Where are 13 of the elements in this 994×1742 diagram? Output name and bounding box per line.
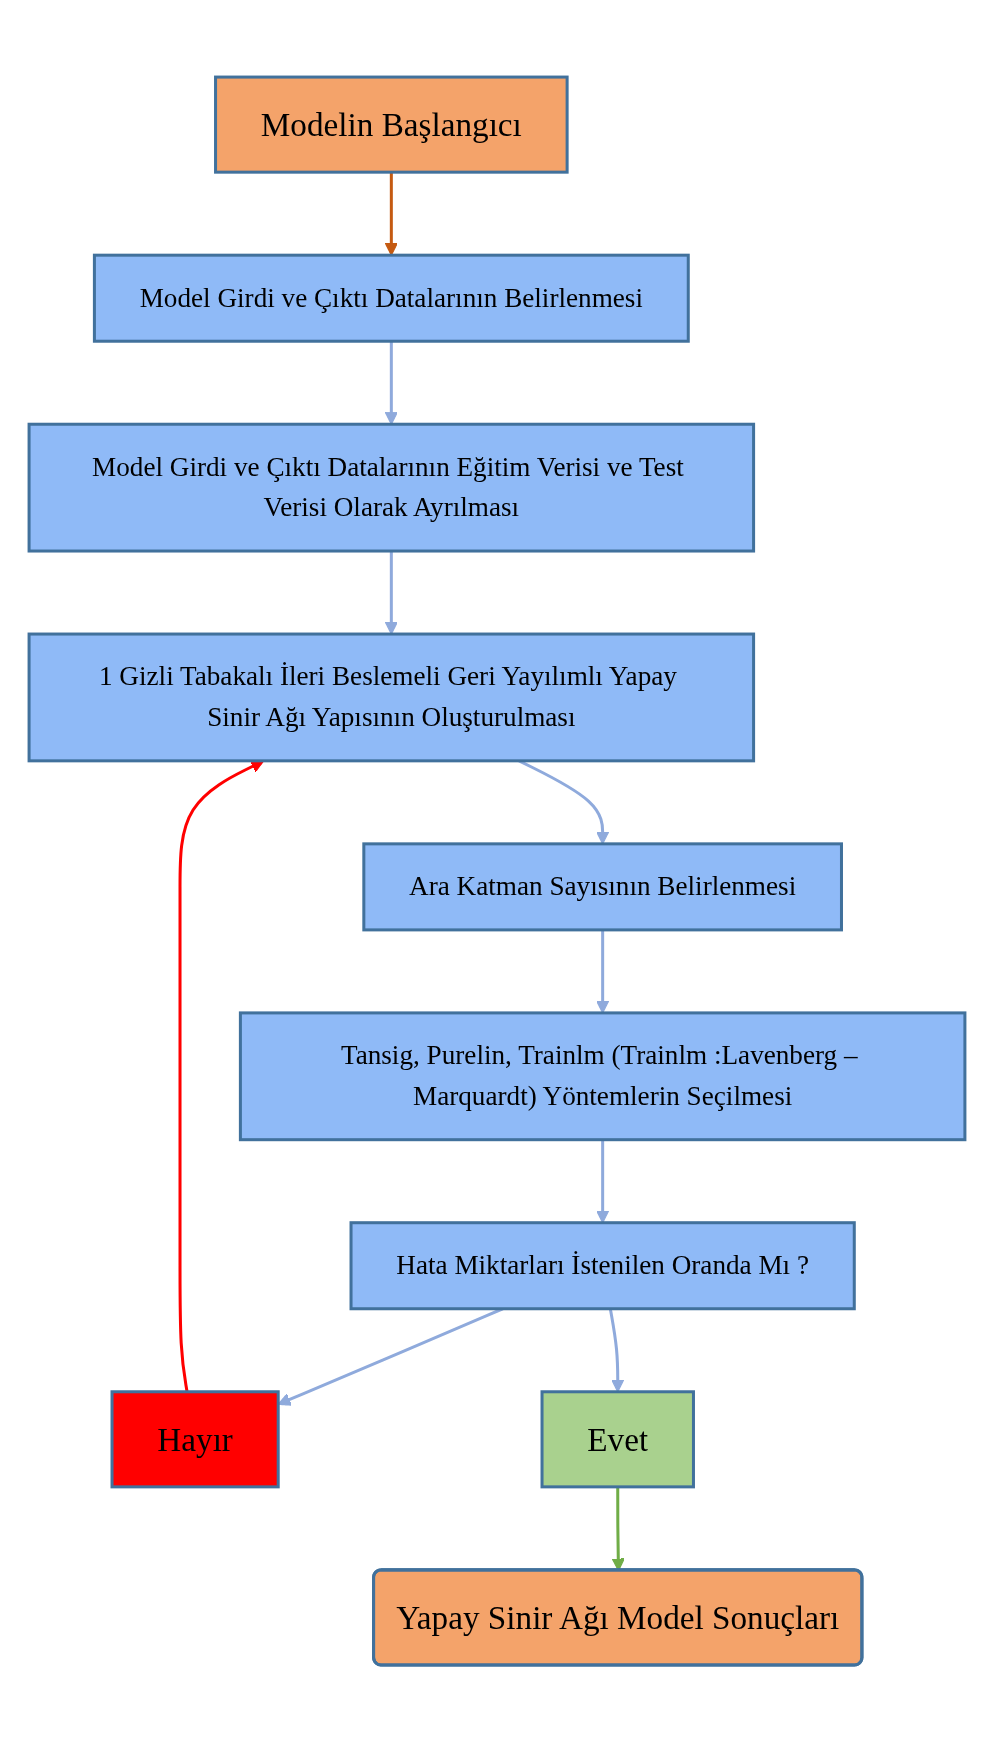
arrow bbox=[178, 760, 265, 1392]
node-box: Ara Katman Sayısının Belirlenmesi bbox=[362, 842, 843, 932]
arrow bbox=[384, 341, 398, 425]
node-box: 1 Gizli Tabakalı İleri Beslemeli Geri Yayılımlı Yapay Sinir Ağı Yapısının Oluşturulması bbox=[27, 632, 756, 763]
arrow bbox=[384, 172, 398, 256]
node-box: Tansig, Purelin, Trainlm (Trainlm :Lavenberg – Marquardt) Yöntemlerin Seçilmesi bbox=[238, 1011, 967, 1142]
node-box: Model Girdi ve Çıktı Datalarının Belirlenmesi bbox=[92, 253, 690, 343]
node-box: Model Girdi ve Çıktı Datalarının Eğitim Verisi ve Test Verisi Olarak Ayrılması bbox=[27, 422, 756, 553]
arrow bbox=[384, 551, 398, 635]
node-box: Hata Miktarları İstenilen Oranda Mı ? bbox=[349, 1221, 856, 1311]
node-box: Modelin Başlangıcı bbox=[214, 75, 569, 174]
node-box: Evet bbox=[540, 1390, 695, 1489]
node-box: Hayır bbox=[110, 1390, 280, 1489]
